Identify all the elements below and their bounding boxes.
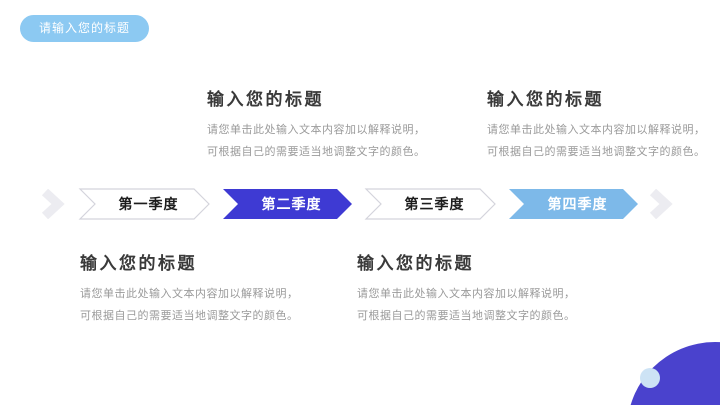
text-block-bottom-right[interactable]: 输入您的标题 请您单击此处输入文本内容加以解释说明， 可根据自己的需要适当地调整文… (357, 249, 607, 327)
chevron-right-icon (649, 189, 673, 219)
text-block-bottom-left[interactable]: 输入您的标题 请您单击此处输入文本内容加以解释说明， 可根据自己的需要适当地调整文… (80, 249, 330, 327)
slide-title-badge[interactable]: 请输入您的标题 (20, 15, 150, 42)
timeline-item-q2[interactable]: 第二季度 (223, 189, 353, 219)
text-block-top-left[interactable]: 输入您的标题 请您单击此处输入文本内容加以解释说明， 可根据自己的需要适当地调整文… (207, 85, 457, 163)
chevron-right-icon (41, 189, 65, 219)
body-line-1: 请您单击此处输入文本内容加以解释说明， (357, 288, 576, 300)
body-line-1: 请您单击此处输入文本内容加以解释说明， (487, 124, 706, 136)
block-title: 输入您的标题 (80, 254, 197, 273)
block-title: 输入您的标题 (357, 254, 474, 273)
body-line-2: 可根据自己的需要适当地调整文字的颜色。 (357, 310, 576, 322)
timeline-item-label: 第三季度 (404, 196, 465, 212)
body-line-2: 可根据自己的需要适当地调整文字的颜色。 (487, 146, 706, 158)
arrow-banner-shape (364, 188, 496, 220)
timeline-item-q3[interactable]: 第三季度 (364, 188, 496, 220)
arrow-banner-shape (509, 189, 638, 219)
block-body: 请您单击此处输入文本内容加以解释说明， 可根据自己的需要适当地调整文字的颜色。 (357, 283, 607, 327)
body-line-1: 请您单击此处输入文本内容加以解释说明， (80, 288, 299, 300)
block-title: 输入您的标题 (487, 90, 604, 109)
timeline-item-q4[interactable]: 第四季度 (509, 189, 639, 219)
block-title: 输入您的标题 (207, 90, 324, 109)
timeline-item-label: 第二季度 (261, 196, 322, 212)
body-line-2: 可根据自己的需要适当地调整文字的颜色。 (207, 146, 426, 158)
body-line-1: 请您单击此处输入文本内容加以解释说明， (207, 124, 426, 136)
block-body: 请您单击此处输入文本内容加以解释说明， 可根据自己的需要适当地调整文字的颜色。 (207, 119, 457, 163)
block-body: 请您单击此处输入文本内容加以解释说明， 可根据自己的需要适当地调整文字的颜色。 (80, 283, 330, 327)
timeline-item-label: 第四季度 (547, 196, 608, 212)
timeline-item-q1[interactable]: 第一季度 (78, 188, 210, 220)
body-line-2: 可根据自己的需要适当地调整文字的颜色。 (80, 310, 299, 322)
arrow-banner-shape (78, 188, 210, 220)
block-body: 请您单击此处输入文本内容加以解释说明， 可根据自己的需要适当地调整文字的颜色。 (487, 119, 720, 163)
arrow-banner-shape (223, 189, 352, 219)
decor-dot (640, 368, 660, 388)
text-block-top-right[interactable]: 输入您的标题 请您单击此处输入文本内容加以解释说明， 可根据自己的需要适当地调整文… (487, 85, 720, 163)
timeline-item-label: 第一季度 (118, 196, 179, 212)
